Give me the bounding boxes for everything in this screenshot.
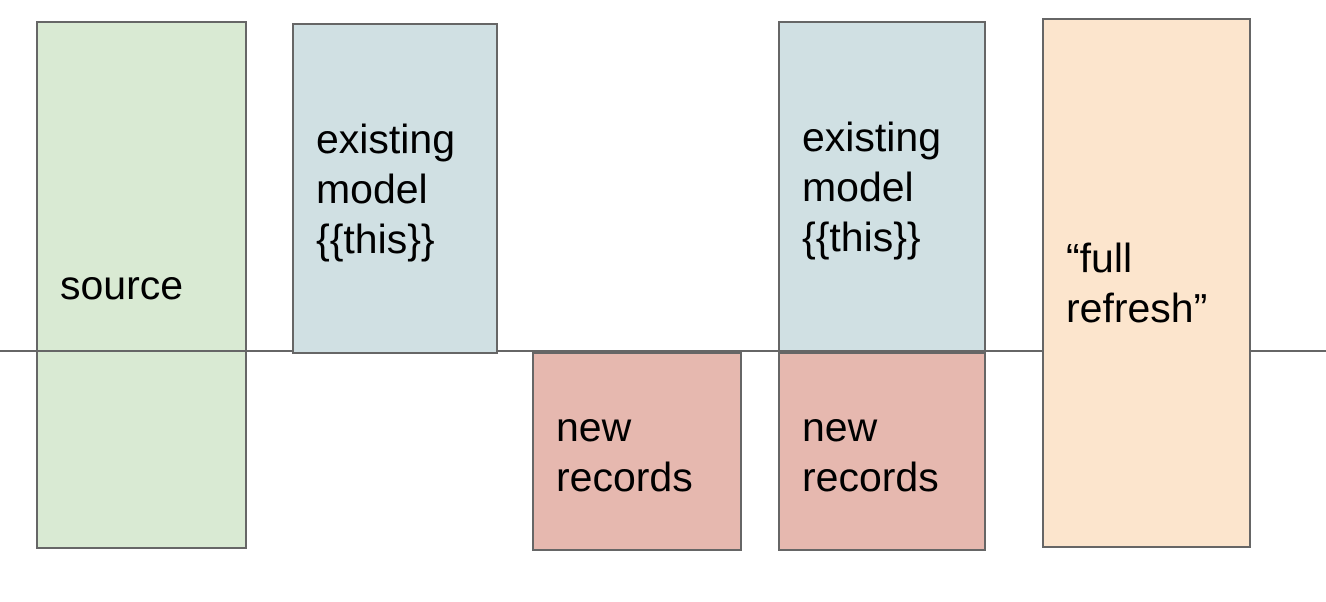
source-box: source bbox=[36, 21, 247, 549]
new-records-right-label: new records bbox=[802, 403, 939, 500]
existing-model-right-label: existing model {{this}} bbox=[802, 113, 942, 260]
new-records-right-box: new records bbox=[778, 352, 986, 551]
existing-model-left-box: existing model {{this}} bbox=[292, 23, 498, 354]
existing-model-left-label: existing model {{this}} bbox=[316, 115, 456, 262]
full-refresh-box: “full refresh” bbox=[1042, 18, 1251, 548]
source-label: source bbox=[60, 262, 184, 308]
horizontal-divider-line bbox=[0, 350, 1326, 352]
new-records-left-box: new records bbox=[532, 352, 742, 551]
full-refresh-label: “full refresh” bbox=[1066, 235, 1208, 331]
existing-model-right-box: existing model {{this}} bbox=[778, 21, 986, 352]
new-records-left-label: new records bbox=[556, 403, 693, 500]
